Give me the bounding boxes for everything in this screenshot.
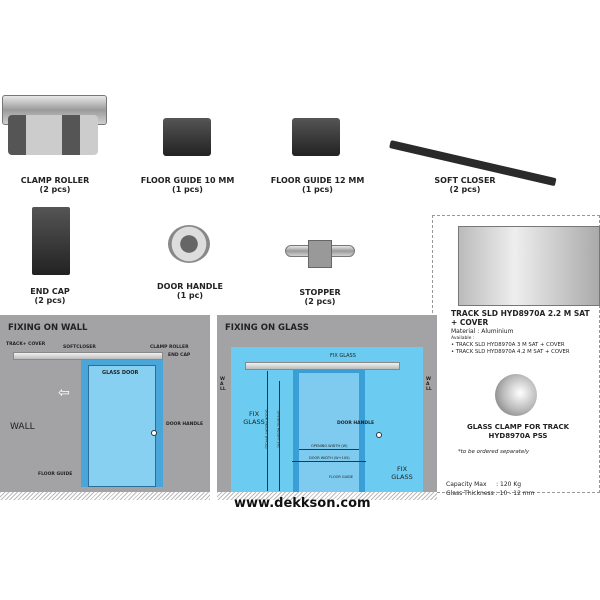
- label-clamp-roller: CLAMP ROLLER: [150, 345, 189, 350]
- floor-hatch: [0, 492, 210, 500]
- product-qty: (1 pcs): [172, 185, 203, 194]
- end-cap-image: [32, 207, 70, 275]
- product-qty: (1 pcs): [302, 185, 333, 194]
- label-softcloser: SOFTCLOSER: [63, 345, 96, 350]
- glass-clamp-image: [495, 374, 537, 416]
- stopper-body: [308, 240, 332, 268]
- floor-guide-12-image: [292, 118, 340, 156]
- sliding-door-glass: [299, 373, 359, 492]
- label-floor-guide: FLOOR GUIDE: [329, 475, 354, 479]
- available-label: Available :: [451, 336, 475, 341]
- label-track-cover: TRACK+ COVER: [6, 342, 46, 347]
- label-door-height: DOOR HEIGHT (H+52): [264, 409, 269, 449]
- track-info-box: TRACK SLD HYD8970A 2.2 M SAT + COVER Mat…: [432, 215, 600, 493]
- fixing-on-glass-panel: FIXING ON GLASS FIX GLASS FIX GLASS FIX …: [217, 315, 437, 500]
- track-title: TRACK SLD HYD8970A 2.2 M SAT + COVER: [451, 309, 590, 327]
- available-item: • TRACK SLD HYD8970A 3 M SAT + COVER: [451, 342, 565, 348]
- label-floor-guide: FLOOR GUIDE: [38, 472, 73, 477]
- product-qty: (2 pcs): [304, 297, 336, 306]
- door-handle-icon: [151, 430, 157, 436]
- label-opening-height: OPENING HEIGHT (H): [276, 410, 281, 448]
- label-door-handle: DOOR HANDLE: [166, 422, 204, 427]
- product-qty: (2 pcs): [449, 185, 481, 194]
- label-fix-glass-top: FIX GLASS: [330, 353, 356, 359]
- glass-door: [88, 365, 156, 487]
- panel-title: FIXING ON GLASS: [225, 323, 309, 333]
- label-fix-glass-right: FIX GLASS: [391, 465, 413, 481]
- track: [245, 362, 400, 370]
- panel-title: FIXING ON WALL: [8, 323, 88, 333]
- thickness-spec: Glass Thickness : 10 - 12 mm: [446, 490, 535, 497]
- door-handle-image: [168, 225, 210, 263]
- floor-hatch: [217, 492, 437, 500]
- glass-clamp-title: GLASS CLAMP FOR TRACK HYD8970A PSS: [466, 423, 570, 440]
- label-glass-door: GLASS DOOR: [102, 370, 139, 376]
- fixing-on-wall-panel: FIXING ON WALL TRACK+ COVER SOFTCLOSER C…: [0, 315, 210, 500]
- order-note: *to be ordered separately: [458, 449, 530, 455]
- product-name: DOOR HANDLE: [157, 282, 223, 291]
- product-qty: (2 pcs): [39, 185, 71, 194]
- door-handle-icon: [376, 432, 382, 438]
- capacity-spec: Capacity Max : 120 Kg: [446, 481, 522, 488]
- track-image: [458, 226, 600, 306]
- product-name: END CAP: [30, 287, 70, 296]
- floor-guide-10-image: [163, 118, 211, 156]
- label-wall: WALL: [10, 422, 35, 432]
- arrow-left-icon: ⇦: [58, 385, 70, 401]
- available-item: • TRACK SLD HYD8970A 4.2 M SAT + COVER: [451, 349, 570, 355]
- clamp-roller-wheels: [8, 115, 98, 155]
- label-door-width: DOOR WIDTH (W+100): [309, 456, 350, 460]
- product-name: SOFT CLOSER: [434, 176, 496, 185]
- product-name: CLAMP ROLLER: [20, 176, 90, 185]
- product-name: FLOOR GUIDE 10 MM: [140, 176, 235, 185]
- label-end-cap: END CAP: [168, 353, 191, 358]
- track: [13, 352, 163, 360]
- website-link[interactable]: www.dekkson.com: [234, 496, 371, 511]
- label-wall-right: WALL: [426, 377, 432, 392]
- product-name: FLOOR GUIDE 12 MM: [270, 176, 365, 185]
- label-opening-width: OPENING WIDTH (W): [311, 444, 348, 448]
- label-door-handle: DOOR HANDLE: [337, 421, 375, 426]
- product-qty: (1 pc): [176, 291, 204, 300]
- label-fix-glass-left: FIX GLASS: [243, 410, 265, 426]
- track-material: Material : Aluminium: [451, 328, 514, 335]
- product-name: STOPPER: [299, 288, 341, 297]
- product-qty: (2 pcs): [34, 296, 66, 305]
- label-wall-left: WALL: [220, 377, 226, 392]
